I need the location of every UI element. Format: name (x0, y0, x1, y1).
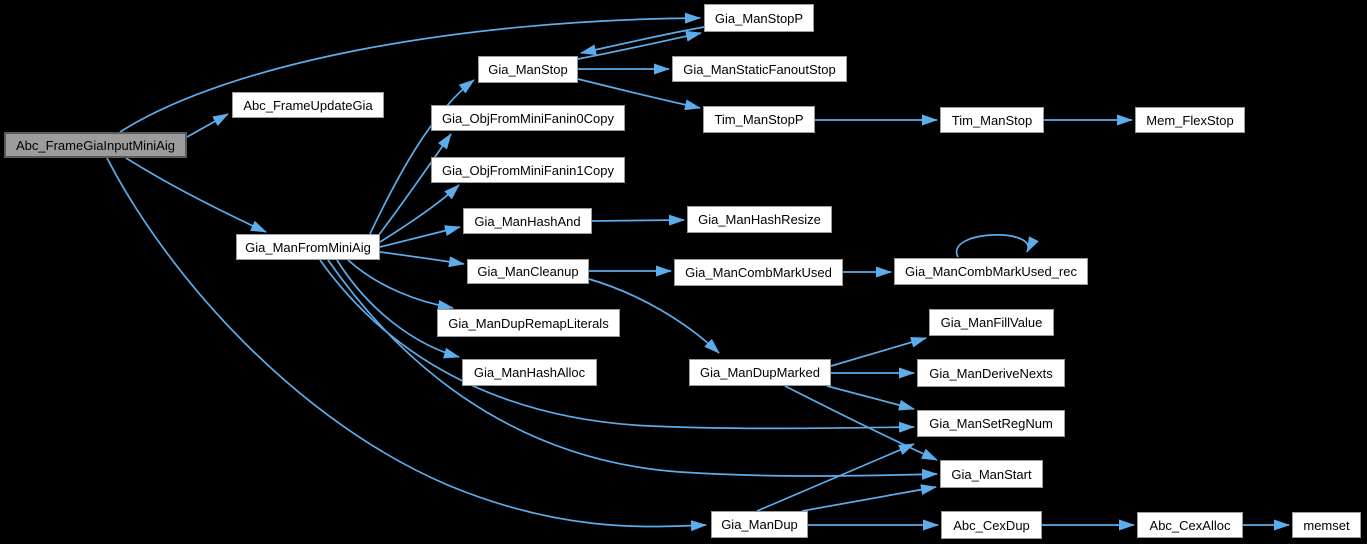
node-memset[interactable]: memset (1292, 512, 1361, 538)
node-mem-flexstop[interactable]: Mem_FlexStop (1135, 107, 1245, 133)
edge-abcframegiainputminiaig-to-giamanfromminiaig (125, 157, 267, 233)
node-gia-mancleanup[interactable]: Gia_ManCleanup (467, 259, 589, 284)
edge-abcframegiainputminiaig-to-abcframeupdategia (186, 113, 229, 138)
edge-giamanhashand-to-giamanhashresize (591, 214, 685, 226)
edge-giamancleanup-to-giamandupmarked (588, 278, 720, 354)
node-gia-mancombmarkused[interactable]: Gia_ManCombMarkUsed (674, 259, 843, 286)
edge-giamanstopp-to-giamanstop (580, 26, 705, 56)
edge-giamancombmarkusedrec-self-loop (955, 234, 1039, 258)
node-gia-manstopp[interactable]: Gia_ManStopP (704, 4, 814, 32)
edge-giamanfromminiaig-to-giamansetregnum (319, 259, 915, 433)
edge-giamandup-to-giamanstart (801, 484, 937, 512)
node-gia-manstop[interactable]: Gia_ManStop (478, 56, 578, 83)
node-gia-mancombmarkused-rec[interactable]: Gia_ManCombMarkUsed_rec (894, 258, 1088, 285)
node-abc-cexdup[interactable]: Abc_CexDup (941, 511, 1042, 539)
node-tim-manstop[interactable]: Tim_ManStop (940, 107, 1044, 133)
edge-giamanfromminiaig-to-giaobjfromminifanin0copy (377, 133, 452, 237)
edge-giamanfromminiaig-to-giamanstop (369, 79, 475, 235)
edge-giamandup-to-giamansetregnum (756, 443, 915, 512)
node-gia-mandupmarked[interactable]: Gia_ManDupMarked (689, 359, 831, 386)
edge-giamanfromminiaig-to-giamanhashalloc (336, 259, 460, 359)
edge-giamandupmarked-to-giamanfillvalue (830, 336, 927, 367)
edge-giamanfromminiaig-to-giamancleanup (379, 251, 465, 268)
edge-giamanstop-to-giamanstopp (577, 30, 702, 60)
node-abc-framegiainputminiaig[interactable]: Abc_FrameGiaInputMiniAig (4, 132, 187, 158)
node-gia-objfromminifanin0copy[interactable]: Gia_ObjFromMiniFanin0Copy (431, 105, 625, 131)
edge-giamanstop-to-timmanstopp (577, 78, 701, 111)
edge-giamanfromminiaig-to-giamandupremapliterals (347, 259, 454, 311)
node-gia-manstart[interactable]: Gia_ManStart (940, 460, 1043, 488)
node-gia-manfillvalue[interactable]: Gia_ManFillValue (929, 309, 1054, 336)
node-gia-manderivenexts[interactable]: Gia_ManDeriveNexts (917, 359, 1065, 387)
edge-giamandupmarked-to-giamanstart (784, 385, 938, 461)
node-abc-cexalloc[interactable]: Abc_CexAlloc (1137, 512, 1243, 538)
node-gia-manhashalloc[interactable]: Gia_ManHashAlloc (462, 359, 597, 386)
node-tim-manstopp[interactable]: Tim_ManStopP (703, 106, 815, 133)
edge-giamanfromminiaig-to-giamanhashand (379, 225, 461, 248)
node-gia-manhashresize[interactable]: Gia_ManHashResize (687, 206, 832, 233)
edge-giamandupmarked-to-giamansetregnum (826, 385, 915, 411)
edge-giamanfromminiaig-to-giamanstart (327, 259, 938, 480)
node-gia-objfromminifanin1copy[interactable]: Gia_ObjFromMiniFanin1Copy (431, 157, 625, 183)
node-gia-manstaticfanoutstop[interactable]: Gia_ManStaticFanoutStop (672, 56, 847, 82)
edge-abcframegiainputminiaig-to-giamandup (106, 157, 707, 532)
node-gia-mansetregnum[interactable]: Gia_ManSetRegNum (917, 410, 1065, 437)
edge-giamanfromminiaig-to-giaobjfromminifanin1copy (379, 184, 460, 243)
node-abc-frameupdategia[interactable]: Abc_FrameUpdateGia (232, 92, 384, 118)
edge-abcframegiainputminiaig-to-giamanstopp (119, 12, 701, 133)
node-gia-mandupremapliterals[interactable]: Gia_ManDupRemapLiterals (437, 309, 620, 337)
node-gia-manhashand[interactable]: Gia_ManHashAnd (463, 208, 592, 234)
node-gia-mandup[interactable]: Gia_ManDup (711, 511, 808, 538)
node-gia-manfromminiaig[interactable]: Gia_ManFromMiniAig (236, 234, 380, 260)
